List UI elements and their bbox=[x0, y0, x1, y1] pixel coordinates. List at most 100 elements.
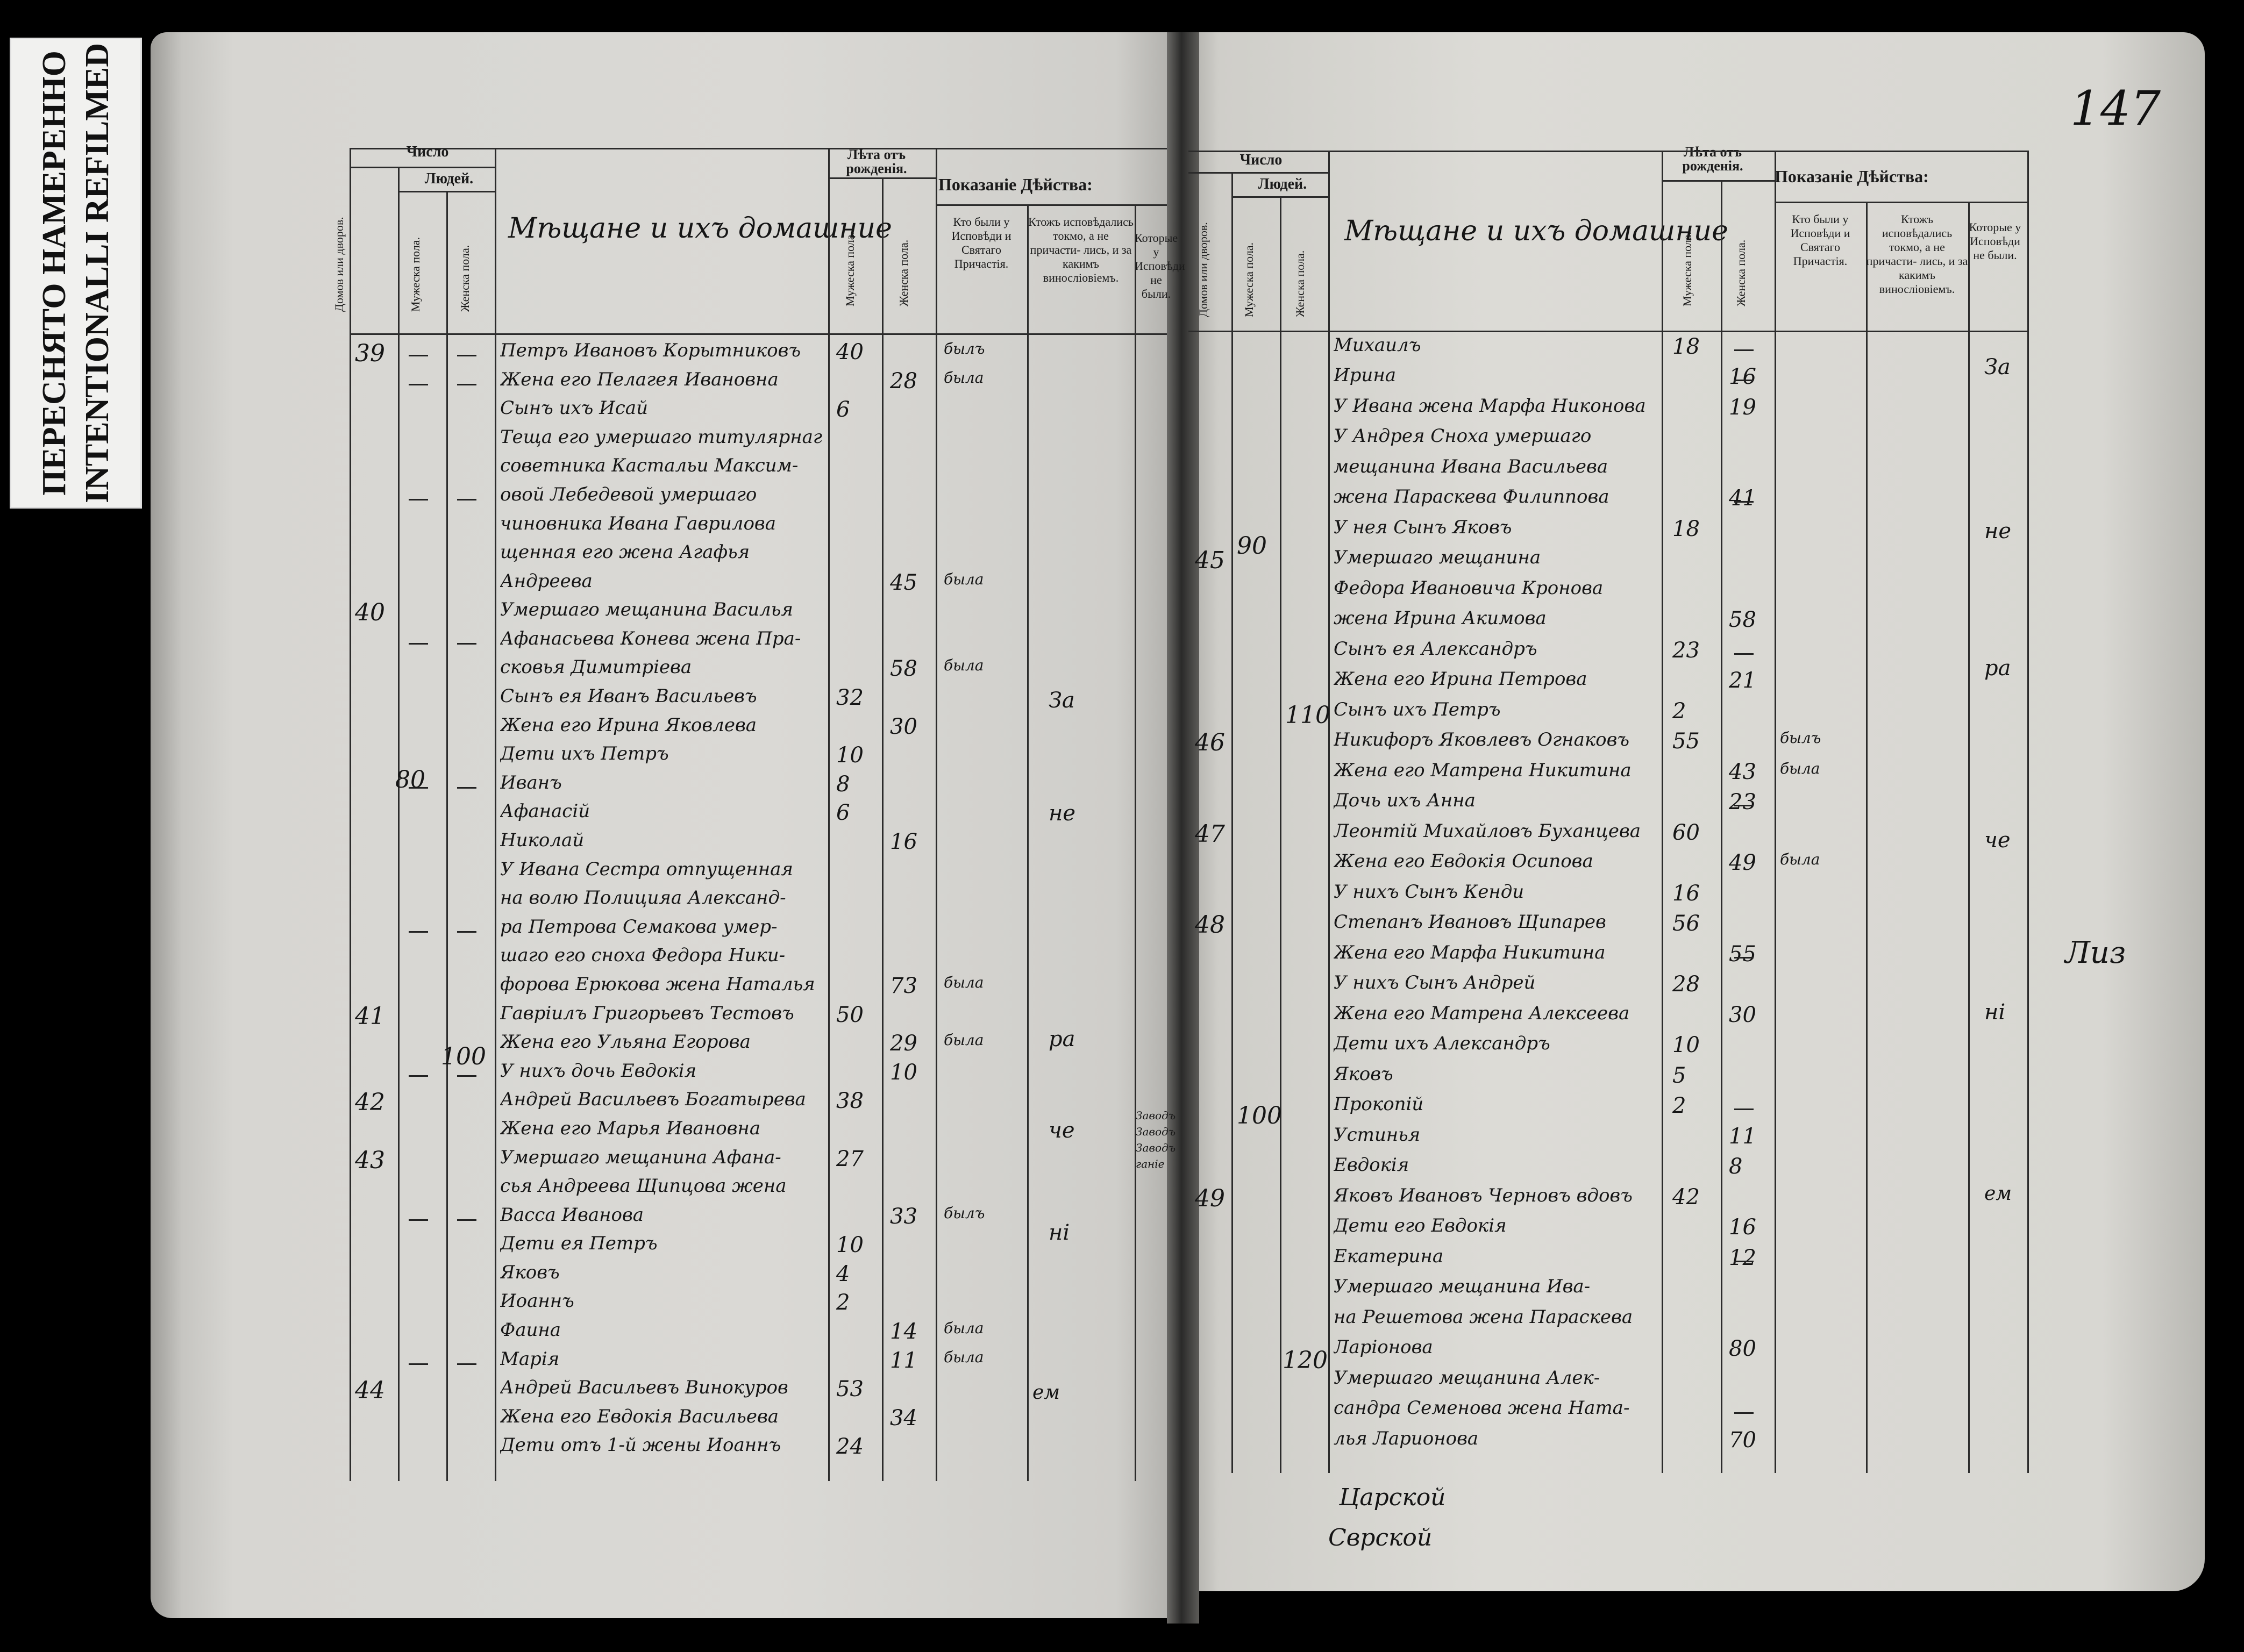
row-age-male: 42 bbox=[1672, 1184, 1700, 1210]
right-rule-pokaz bbox=[1775, 202, 2027, 203]
right-rule-v6 bbox=[1775, 151, 1776, 1473]
row-dash bbox=[409, 383, 428, 385]
row-name-text: шаго его сноха Федора Ники- bbox=[500, 945, 786, 967]
row-name-text: У нихъ Сынъ Андрей bbox=[1334, 972, 1536, 994]
row-action: была bbox=[1780, 850, 1820, 869]
left-col2-mark-c: ра bbox=[1049, 1027, 1075, 1052]
right-col3-mark-e: ні bbox=[1984, 1000, 2006, 1025]
row-name-text: Жена его Евдокія Васильева bbox=[500, 1405, 779, 1427]
row-name-text: Ларіонова bbox=[1334, 1336, 1433, 1358]
row-name-text: Умершаго мещанина Алек- bbox=[1334, 1367, 1600, 1389]
row-action: была bbox=[944, 1348, 984, 1366]
refilm-label-en: INTENTIONALLI REFILMED bbox=[79, 42, 116, 504]
row-dash bbox=[409, 355, 428, 356]
left-header-muzh: Мужеска пола. bbox=[409, 237, 422, 312]
row-name-text: Жена его Марфа Никитина bbox=[1334, 941, 1606, 963]
row-dash bbox=[409, 1075, 428, 1077]
row-action: была bbox=[944, 973, 984, 991]
row-dash bbox=[1734, 1412, 1754, 1414]
right-rule-v3 bbox=[1328, 151, 1330, 1473]
right-margin-note: Лиз bbox=[2065, 935, 2126, 970]
row-dash bbox=[409, 498, 428, 500]
row-name-text: Васса Иванова bbox=[500, 1204, 644, 1226]
right-col3-mark-f: ем bbox=[1984, 1183, 2012, 1205]
row-age-female: 70 bbox=[1729, 1427, 1756, 1453]
right-header-chislo: Число bbox=[1239, 152, 1283, 168]
row-name-text: Умершаго мещанина Василья bbox=[500, 599, 793, 621]
left-rule-pokaz bbox=[936, 204, 1167, 206]
right-col3-mark-a: За bbox=[1984, 355, 2011, 380]
row-number: 46 bbox=[1195, 729, 1225, 757]
right-col3-mark-c: ра bbox=[1984, 656, 2011, 681]
row-age-male: 4 bbox=[836, 1261, 850, 1286]
row-action: былъ bbox=[1780, 729, 1821, 747]
left-header-leta-z: Женска пола. bbox=[897, 239, 910, 306]
left-col2-mark-d: че bbox=[1049, 1118, 1075, 1143]
row-name-text: Леонтій Михайловъ Буханцева bbox=[1334, 820, 1641, 842]
left-rule-v0 bbox=[350, 148, 351, 1481]
row-age-female: 11 bbox=[1729, 1124, 1756, 1149]
row-name-text: Теща его умершаго титулярнаго bbox=[500, 426, 823, 448]
row-name-text: Петръ Ивановъ Корытниковъ bbox=[500, 340, 801, 361]
right-rule-header-bottom bbox=[1188, 331, 2027, 332]
right-rule-leta bbox=[1662, 180, 1775, 182]
row-age-female: 10 bbox=[890, 1060, 917, 1085]
row-name-text: Устинья bbox=[1334, 1124, 1421, 1146]
row-age-female: 45 bbox=[890, 570, 917, 595]
row-dash bbox=[1734, 805, 1754, 807]
row-age-male: 55 bbox=[1672, 729, 1700, 754]
row-name-text: лья Ларионова bbox=[1334, 1427, 1479, 1449]
row-age-male: 10 bbox=[1672, 1033, 1700, 1058]
right-rule-chislo bbox=[1188, 172, 1328, 174]
row-dash bbox=[457, 383, 476, 385]
left-rule-top bbox=[350, 148, 1167, 149]
row-name-text: Сынъ ея Иванъ Васильевъ bbox=[500, 685, 757, 707]
row-action: была bbox=[944, 570, 984, 588]
left-header-col1: Кто были у Исповѣди и Святаго Причастія. bbox=[951, 215, 1011, 270]
left-header-zhen: Женска пола. bbox=[458, 245, 472, 312]
left-col2-mark-b: не bbox=[1049, 801, 1076, 826]
refilm-label-ru: ПЕРЕСНЯТО НАМЕРЕННО bbox=[36, 51, 73, 496]
right-col3-mark-d: че bbox=[1984, 828, 2011, 853]
row-dash bbox=[409, 931, 428, 933]
row-dash bbox=[409, 1363, 428, 1365]
left-header-pokaz: Показаніе Дѣйства: bbox=[938, 175, 1093, 194]
row-dash bbox=[1734, 501, 1754, 503]
left-header-col2: Ктожъ исповѣдались токмо, а не причасти-… bbox=[1028, 215, 1134, 284]
row-dash bbox=[1734, 956, 1754, 959]
right-col3-mark-b: не bbox=[1984, 519, 2012, 543]
row-name-text: чиновника Ивана Гаврилова bbox=[500, 512, 776, 534]
book-spine bbox=[1167, 32, 1199, 1624]
left-rule-v2 bbox=[446, 191, 448, 1481]
row-name-text: Евдокія bbox=[1334, 1154, 1409, 1176]
row-name-text: Прокопій bbox=[1334, 1093, 1424, 1115]
row-name-text: Афанасьева Конева жена Пра- bbox=[500, 627, 801, 649]
row-age-male: 50 bbox=[836, 1002, 864, 1027]
row-name-text: Сынъ ихъ Петръ bbox=[1334, 698, 1501, 720]
right-rule-v5 bbox=[1721, 180, 1722, 1473]
row-dash bbox=[457, 931, 476, 933]
row-action: была bbox=[944, 656, 984, 675]
right-footer-1: Царской bbox=[1339, 1484, 1446, 1511]
row-age-female: 12 bbox=[1729, 1245, 1756, 1270]
row-age-male: 10 bbox=[836, 1233, 864, 1258]
row-name-text: Андрей Васильевъ Винокуров bbox=[500, 1377, 788, 1399]
row-action: была bbox=[944, 1319, 984, 1338]
left-rule-chislo bbox=[350, 167, 495, 168]
right-mark-120: 120 bbox=[1283, 1347, 1328, 1374]
row-name-text: Андрей Васильевъ Богатырева bbox=[500, 1089, 806, 1111]
row-name-text: Жена его Матрена Алексеева bbox=[1334, 1002, 1630, 1024]
right-header-lyudey: Людей. bbox=[1258, 176, 1307, 192]
row-number: 41 bbox=[355, 1002, 385, 1030]
right-rule-v7 bbox=[1866, 202, 1868, 1473]
left-rule-v1 bbox=[398, 167, 400, 1481]
row-dash bbox=[457, 1363, 476, 1365]
row-age-male: 23 bbox=[1672, 638, 1700, 663]
row-age-female: 23 bbox=[1729, 790, 1756, 815]
row-age-male: 6 bbox=[836, 397, 850, 423]
row-number: 49 bbox=[1195, 1184, 1225, 1212]
right-page bbox=[1178, 32, 2205, 1591]
row-age-female: 30 bbox=[890, 714, 917, 739]
row-name-text: жена Параскева Филиппова bbox=[1334, 486, 1609, 508]
row-name-text: Сынъ ихъ Исай bbox=[500, 397, 648, 419]
